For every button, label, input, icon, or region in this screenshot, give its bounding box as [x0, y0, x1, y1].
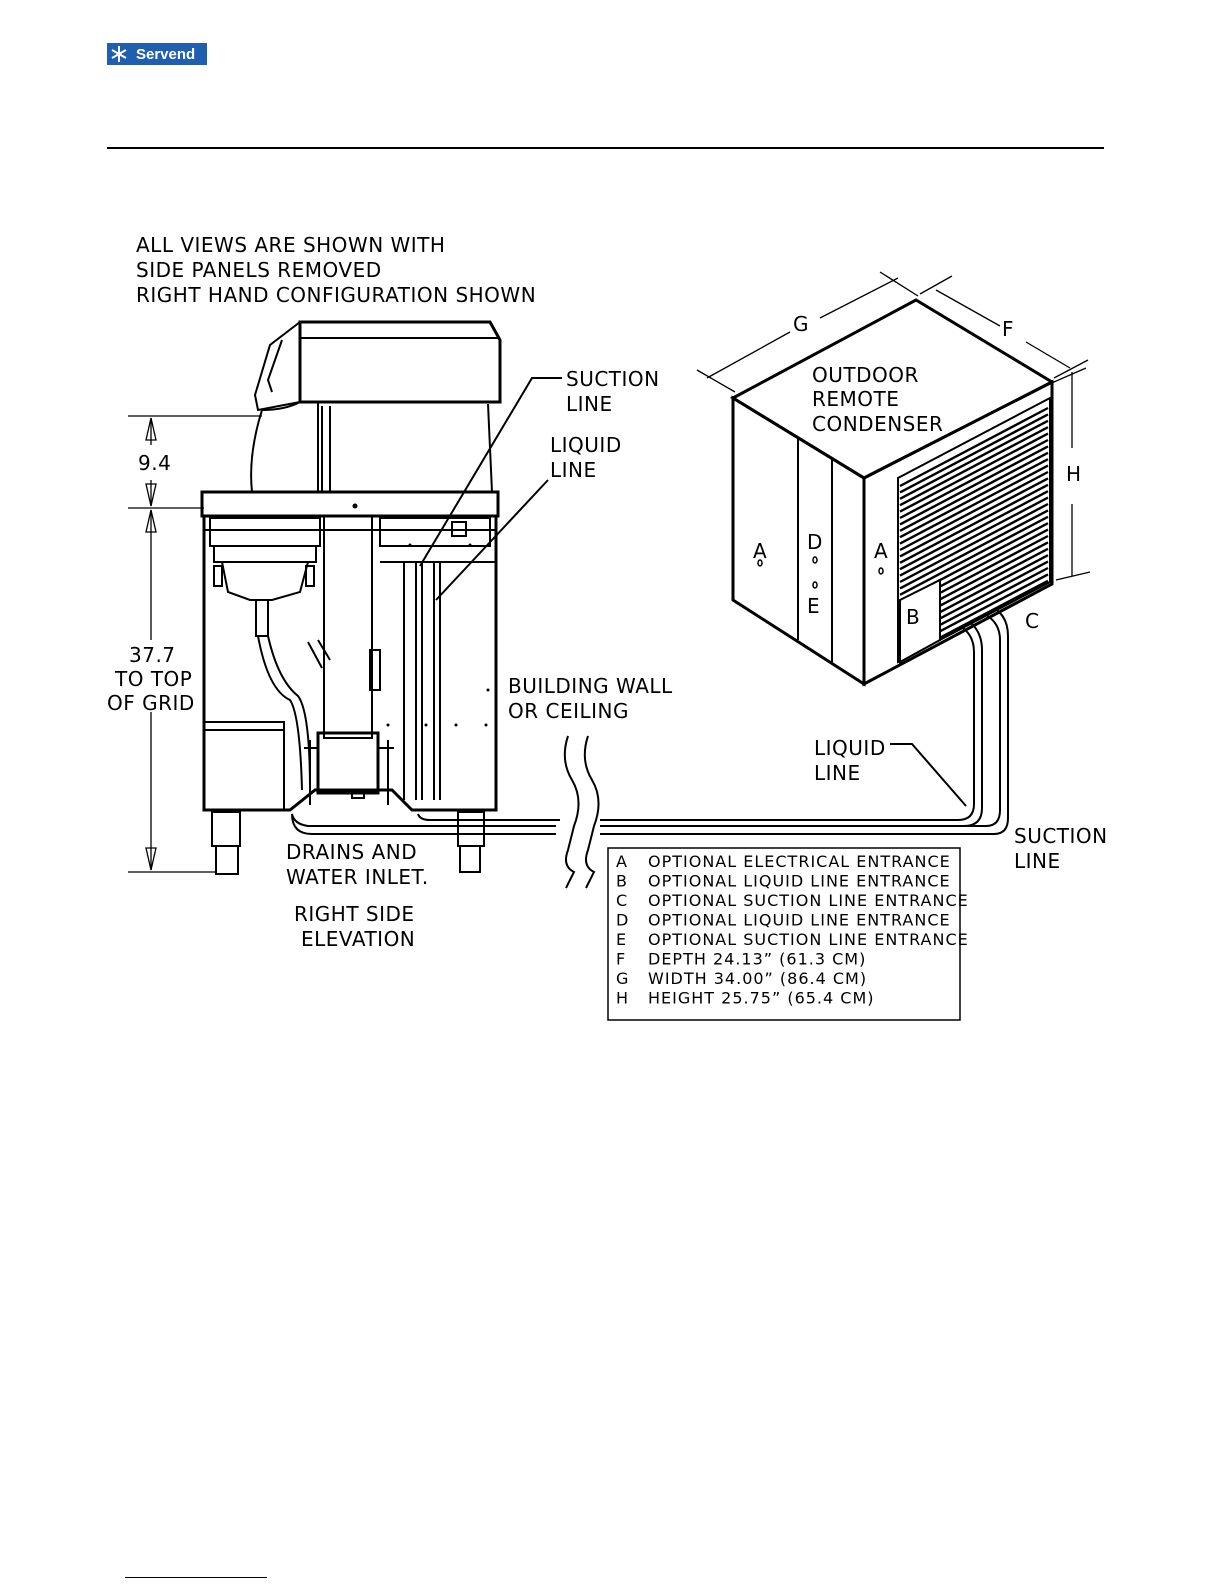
- legend-description: OPTIONAL LIQUID LINE ENTRANCE: [648, 911, 951, 930]
- liquid-leader-top: [435, 479, 549, 601]
- header-rule: [107, 147, 1104, 149]
- note-line-2: SIDE PANELS REMOVED: [136, 258, 382, 282]
- legend-description: DEPTH 24.13” (61.3 CM): [648, 950, 866, 969]
- grille-slat: [899, 483, 1049, 564]
- suction-line-bottom-1: SUCTION: [1014, 824, 1108, 848]
- grille-slat: [899, 470, 1049, 552]
- machine-top-band: [200, 490, 500, 518]
- condenser-label-3: CONDENSER: [812, 412, 943, 436]
- suction-line-bottom-2: LINE: [1014, 849, 1061, 873]
- outdoor-condenser: G F H C B A D E A OUTDOOR REMOTE CONDENS…: [696, 271, 1091, 687]
- entrance-letter-a-right: A: [874, 539, 888, 563]
- legend-description: WIDTH 34.00” (86.4 CM): [648, 969, 867, 988]
- liquid-line-top-2: LINE: [550, 458, 597, 482]
- building-wall-1: BUILDING WALL: [508, 674, 673, 698]
- grille-slat: [899, 502, 1049, 584]
- brand-name: Servend: [136, 46, 195, 63]
- bottom-callouts: LIQUID LINE SUCTION LINE DRAINS AND WATE…: [286, 736, 1108, 951]
- condenser-label-1: OUTDOOR: [812, 363, 919, 387]
- grille-slat: [899, 432, 1049, 513]
- grille-slat: [899, 438, 1049, 520]
- legend-description: OPTIONAL ELECTRICAL ENTRANCE: [648, 852, 951, 871]
- liquid-line-top-1: LIQUID: [550, 433, 622, 457]
- dim-lower-value: 37.7: [129, 643, 176, 667]
- dim-letter-f: F: [1002, 317, 1014, 341]
- general-notes: ALL VIEWS ARE SHOWN WITH SIDE PANELS REM…: [136, 233, 536, 307]
- dim-lower-line3: OF GRID: [107, 691, 195, 715]
- legend-key: D: [616, 911, 629, 930]
- grille-slat: [899, 426, 1049, 507]
- condenser-right-face: [862, 379, 1054, 687]
- legend-description: OPTIONAL SUCTION LINE ENTRANCE: [648, 930, 969, 949]
- dispenser-head: [298, 320, 502, 404]
- legend-key: G: [616, 969, 629, 988]
- liquid-line-bottom-2: LINE: [814, 761, 861, 785]
- suction-line-top-1: SUCTION: [566, 367, 660, 391]
- note-line-3: RIGHT HAND CONFIGURATION SHOWN: [136, 283, 536, 307]
- servend-logo: Servend: [107, 43, 211, 65]
- legend-description: OPTIONAL LIQUID LINE ENTRANCE: [648, 872, 951, 891]
- footer-rule: [125, 1577, 267, 1578]
- legend-key: F: [616, 950, 626, 969]
- drains-2: WATER INLET.: [286, 865, 429, 889]
- legend-description: HEIGHT 25.75” (65.4 CM): [648, 989, 875, 1008]
- grille-slat: [899, 413, 1049, 494]
- building-wall: BUILDING WALL OR CEILING: [508, 674, 673, 889]
- grille-slat: [899, 458, 1049, 539]
- logo-graphic: Servend: [107, 43, 207, 65]
- grille-slat: [899, 509, 1049, 590]
- grille-slat: [899, 477, 1049, 558]
- legend-key: A: [616, 852, 628, 871]
- leg-left: [211, 811, 241, 847]
- legend-box: A OPTIONAL ELECTRICAL ENTRANCE B OPTIONAL L…: [607, 847, 969, 1021]
- legend-key: E: [616, 930, 627, 949]
- entrance-letter-b: B: [906, 605, 920, 629]
- bowl: [220, 561, 310, 601]
- center-column: [323, 515, 373, 739]
- grille-slat: [899, 490, 1049, 571]
- elevation-2: ELEVATION: [301, 927, 415, 951]
- drains-1: DRAINS AND: [286, 840, 417, 864]
- leg-right: [457, 811, 485, 847]
- suction-leader-top: [419, 377, 562, 567]
- entrance-letter-a-left: A: [753, 539, 767, 563]
- entrance-letter-d: D: [807, 530, 823, 554]
- legend-key: C: [616, 891, 628, 910]
- drain-hose: [257, 635, 303, 791]
- note-line-1: ALL VIEWS ARE SHOWN WITH: [136, 233, 445, 257]
- entrance-letter-e: E: [807, 594, 820, 618]
- suction-line-top-2: LINE: [566, 392, 613, 416]
- dim-letter-g: G: [793, 312, 809, 336]
- entrance-letter-c: C: [1025, 609, 1039, 633]
- dim-upper: 9.4: [138, 451, 171, 475]
- grille-slat: [899, 496, 1049, 577]
- elevation-1: RIGHT SIDE: [294, 902, 415, 926]
- grille-slat: [899, 419, 1049, 500]
- dim-letter-h: H: [1066, 462, 1082, 486]
- legend-rows: A OPTIONAL ELECTRICAL ENTRANCE B OPTIONAL L…: [616, 852, 969, 1008]
- legend-key: H: [616, 989, 629, 1008]
- logo-wordmark-bg: [131, 43, 207, 65]
- machine-elevation: [200, 320, 502, 875]
- grille-slat: [899, 515, 1049, 596]
- snowflake-icon: [111, 46, 127, 62]
- legend-key: B: [616, 872, 628, 891]
- legend-frame: [607, 847, 961, 1021]
- bucket: [316, 731, 380, 795]
- electrical-box: [203, 721, 285, 811]
- condenser-label-2: REMOTE: [812, 387, 899, 411]
- liquid-line-bottom-1: LIQUID: [814, 736, 886, 760]
- dimension-lines: 9.4 37.7 TO TOP OF GRID: [107, 415, 262, 873]
- top-callout-leaders: SUCTION LINE LIQUID LINE: [419, 367, 660, 601]
- grille-slat: [899, 464, 1049, 545]
- grille-slat: [899, 445, 1049, 526]
- machine-cabinet: [202, 516, 498, 812]
- building-wall-2: OR CEILING: [508, 699, 629, 723]
- grille-slat: [899, 406, 1049, 488]
- dim-lower-line2: TO TOP: [114, 667, 192, 691]
- legend-description: OPTIONAL SUCTION LINE ENTRANCE: [648, 891, 969, 910]
- grille-slat: [899, 451, 1049, 532]
